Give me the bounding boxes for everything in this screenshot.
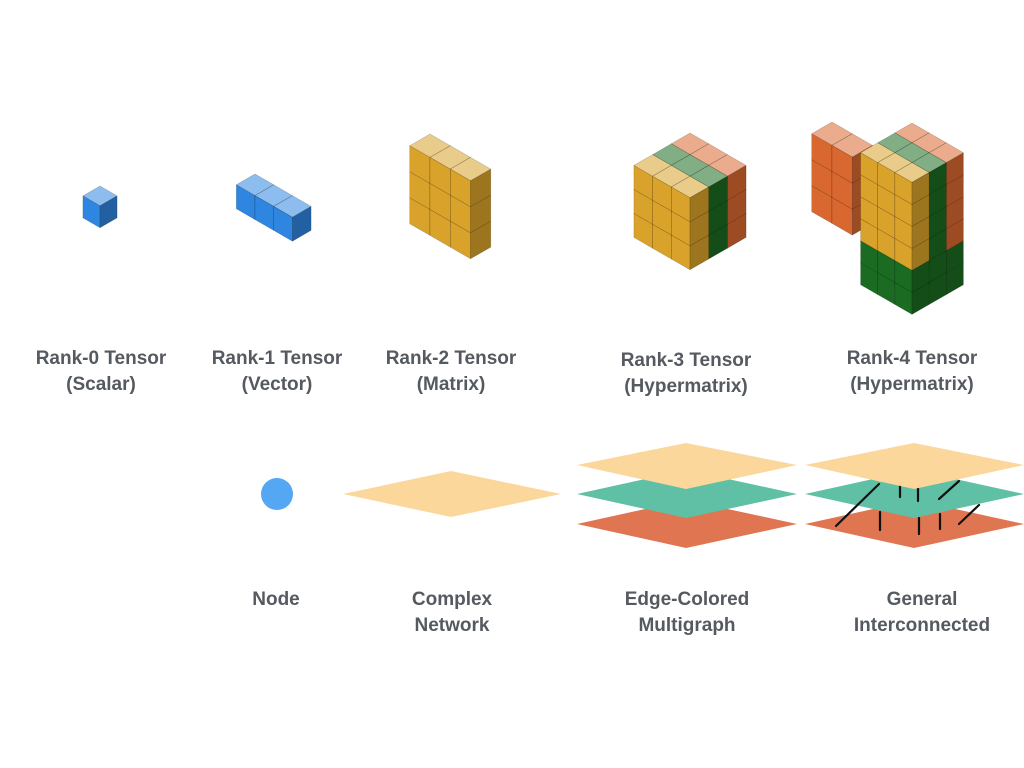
edge-colored-multigraph-line2: Multigraph — [638, 615, 736, 636]
rank-0-title: Rank-0 Tensor — [35, 348, 167, 369]
rank-3-cube-block — [633, 132, 747, 271]
rank-2-subtitle: (Matrix) — [416, 374, 486, 395]
rank-2-title: Rank-2 Tensor — [385, 348, 517, 369]
cube — [670, 175, 710, 223]
rank-1-label: Rank-1 Tensor (Vector) — [177, 346, 377, 398]
rank-1-title: Rank-1 Tensor — [211, 348, 343, 369]
rank-0-cube — [82, 185, 118, 229]
connection-line — [834, 482, 881, 528]
connection-line — [957, 503, 981, 526]
node-circle — [261, 478, 293, 510]
rank-4-cube-block — [811, 121, 964, 315]
layer-teal — [805, 470, 1024, 518]
node-label-line1: Node — [252, 589, 300, 610]
complex-network-plane — [343, 471, 561, 517]
rank-0-subtitle: (Scalar) — [66, 374, 136, 395]
complex-network-label: Complex Network — [352, 587, 552, 639]
rank-4-title: Rank-4 Tensor — [846, 348, 978, 369]
cube — [82, 185, 118, 229]
rank-4-subtitle: (Hypermatrix) — [850, 374, 974, 395]
layer-orange — [577, 500, 797, 548]
edge-colored-multigraph-layers — [577, 443, 797, 548]
rank-1-subtitle: (Vector) — [241, 374, 313, 395]
general-interconnected-label: General Interconnected — [822, 587, 1022, 639]
rank-2-cube-grid — [409, 133, 492, 260]
general-interconnected-line1: General — [886, 589, 958, 610]
layer-peach — [805, 443, 1024, 489]
edge-colored-multigraph-line1: Edge-Colored — [624, 589, 750, 610]
layer-teal — [577, 470, 797, 518]
rank-1-cube-row — [236, 173, 312, 242]
rank-2-label: Rank-2 Tensor (Matrix) — [351, 346, 551, 398]
layer-peach — [577, 443, 797, 489]
connection-line — [937, 479, 961, 501]
general-interconnected-layers — [805, 443, 1024, 548]
cube — [449, 157, 492, 208]
rank-0-label: Rank-0 Tensor (Scalar) — [1, 346, 201, 398]
complex-network-line1: Complex — [411, 589, 493, 610]
rank-3-subtitle: (Hypermatrix) — [624, 376, 748, 397]
cube — [894, 162, 930, 205]
node-label: Node — [176, 587, 376, 613]
rank-3-title: Rank-3 Tensor — [620, 350, 752, 371]
cube — [273, 195, 312, 242]
rank-3-label: Rank-3 Tensor (Hypermatrix) — [586, 348, 786, 400]
complex-network-line2: Network — [414, 615, 490, 636]
interlayer-connections — [834, 479, 981, 536]
general-interconnected-line2: Interconnected — [853, 615, 991, 636]
edge-colored-multigraph-label: Edge-Colored Multigraph — [587, 587, 787, 639]
layer-orange — [805, 500, 1024, 548]
rank-4-label: Rank-4 Tensor (Hypermatrix) — [812, 346, 1012, 398]
